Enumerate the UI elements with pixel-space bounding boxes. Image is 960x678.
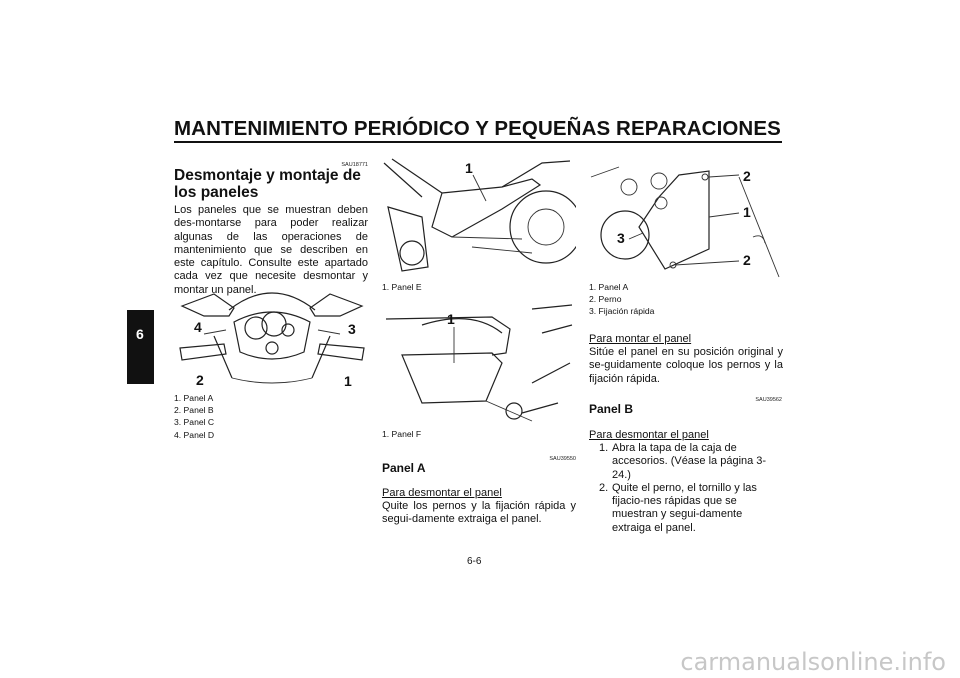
step-text: Quite el perno, el tornillo y las fijaci… <box>612 481 757 534</box>
step-text: Abra la tapa de la caja de accesorios. (… <box>612 442 767 481</box>
callout-2: 2 <box>196 372 204 388</box>
list-item: 1. Abra la tapa de la caja de accesorios… <box>589 442 783 482</box>
panel-f-illustration: 1 <box>385 304 573 422</box>
remove-subheading: Para desmontar el panel <box>589 429 709 441</box>
caption-item: 1. Panel A <box>589 282 629 292</box>
caption-item: 4. Panel D <box>174 429 215 440</box>
step-number: 1. <box>599 442 609 454</box>
step-number: 2. <box>599 481 609 494</box>
install-subheading: Para montar el panel <box>589 333 692 345</box>
steps-list: 1. Abra la tapa de la caja de accesorios… <box>589 442 783 535</box>
callout-1: 1 <box>447 311 455 327</box>
callout-2: 2 <box>743 252 751 268</box>
callout-3: 3 <box>348 321 356 337</box>
panel-a-illustration: 2 1 3 2 <box>590 166 780 278</box>
chapter-number: 6 <box>136 326 144 342</box>
figure-captions: 1. Panel A 2. Perno 3. Fijación rápida <box>589 281 654 318</box>
caption-item: 3. Fijación rápida <box>589 306 655 317</box>
caption-item: 1. Panel A <box>174 393 214 403</box>
page-number: 6-6 <box>467 556 482 567</box>
caption-item: 3. Panel C <box>174 417 215 428</box>
handlebar-illustration: 4 3 2 1 <box>179 292 365 389</box>
section-heading: Desmontaje y montaje de los paneles <box>174 167 361 201</box>
list-item: 2. Quite el perno, el tornillo y las fij… <box>589 482 783 535</box>
section-code: SAU39562 <box>755 397 782 403</box>
intro-text: Los paneles que se muestran deben des-mo… <box>174 204 368 296</box>
panel-b-heading: Panel B <box>589 402 634 416</box>
callout-1: 1 <box>465 160 473 176</box>
caption-panel-f: 1. Panel F <box>382 429 422 439</box>
caption-item: 2. Panel B <box>174 405 214 416</box>
remove-text: Quite los pernos y la fijación rápida y … <box>382 500 576 526</box>
callout-3: 3 <box>617 230 625 246</box>
callout-4: 4 <box>194 319 202 335</box>
watermark: carmanualsonline.info <box>680 648 946 676</box>
callout-2: 2 <box>743 168 751 184</box>
title-underline <box>174 141 782 143</box>
page-title: MANTENIMIENTO PERIÓDICO Y PEQUEÑAS REPAR… <box>174 117 781 140</box>
caption-item: 2. Perno <box>589 294 622 305</box>
figure-captions: 1. Panel A 2. Panel B 3. Panel C 4. Pane… <box>174 392 214 441</box>
remove-subheading: Para desmontar el panel <box>382 487 502 499</box>
panel-a-heading: Panel A <box>382 461 426 475</box>
section-code: SAU39550 <box>549 456 576 462</box>
callout-1: 1 <box>743 204 751 220</box>
caption-panel-e: 1. Panel E <box>382 282 422 292</box>
panel-e-illustration: 1 <box>383 158 576 272</box>
install-text: Sitúe el panel en su posición original y… <box>589 346 783 385</box>
callout-1: 1 <box>344 373 352 389</box>
section-code: SAU18771 <box>341 162 368 168</box>
chapter-tab: 6 <box>127 310 154 384</box>
